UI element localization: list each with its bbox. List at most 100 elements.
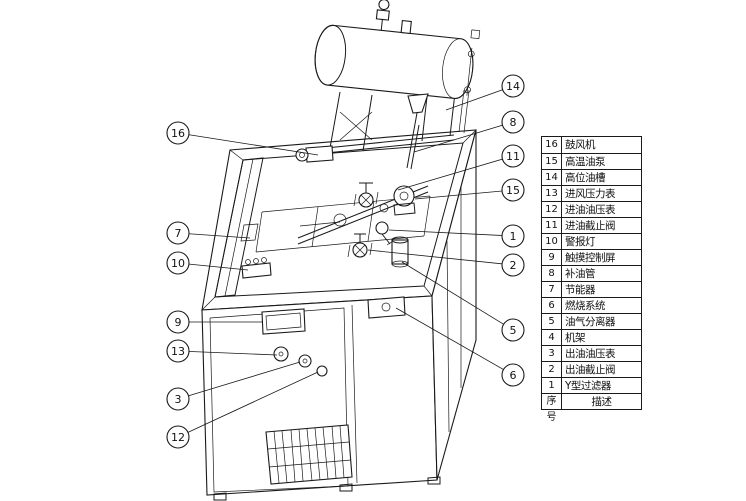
- part-description: 触摸控制屏: [565, 252, 616, 264]
- floor-grate: [265, 424, 353, 485]
- part-number: 4: [542, 330, 562, 345]
- callout-balloon-2: [501, 253, 525, 277]
- callout-balloon-10: [166, 251, 190, 275]
- leader-line-1: [388, 229, 514, 237]
- leader-line-2: [367, 249, 514, 266]
- callout-label-10: 10: [171, 257, 185, 270]
- outlet-stop-valve: [347, 233, 373, 258]
- callout-label-3: 3: [175, 393, 182, 406]
- combustion-system: [367, 296, 406, 319]
- callout-label-1: 1: [510, 230, 517, 243]
- callout-label-7: 7: [175, 227, 182, 240]
- part-number: 3: [542, 346, 562, 361]
- part-number: 9: [542, 250, 562, 265]
- high-temp-oil-pump: [393, 185, 416, 216]
- part-description: 高位油槽: [565, 172, 606, 184]
- callout-label-14: 14: [506, 80, 520, 93]
- leader-line-5: [401, 261, 514, 331]
- callout-label-5: 5: [510, 324, 517, 337]
- callout-balloon-5: [501, 318, 525, 342]
- leader-line-11: [397, 155, 514, 191]
- leader-line-3: [177, 361, 301, 400]
- callout-balloon-3: [166, 387, 190, 411]
- part-description: 鼓风机: [565, 139, 596, 151]
- callout-balloon-14: [501, 74, 525, 98]
- part-description: 进风压力表: [565, 188, 616, 200]
- touch-control-screen: [261, 308, 306, 335]
- callout-label-9: 9: [175, 316, 182, 329]
- callout-label-8: 8: [510, 116, 517, 129]
- panel-gauges: [273, 346, 328, 377]
- callout-balloon-12: [166, 425, 190, 449]
- tank-level-gauge: [464, 29, 481, 96]
- leader-line-7: [177, 232, 251, 239]
- parts-table-header-no: 序号: [542, 394, 562, 423]
- part-number: 6: [542, 298, 562, 313]
- leader-line-16: [177, 132, 319, 156]
- part-description: 出油截止阀: [565, 364, 616, 376]
- part-description: 警报灯: [565, 236, 596, 248]
- part-description: 节能器: [565, 284, 596, 296]
- part-number: 5: [542, 314, 562, 329]
- callout-label-2: 2: [510, 259, 517, 272]
- oil-gas-separator: [391, 236, 409, 268]
- parts-table-header-row: 序号描述: [542, 393, 641, 423]
- leader-line-8: [413, 121, 514, 153]
- leader-line-13: [177, 350, 278, 356]
- part-description: 高温油泵: [565, 156, 606, 168]
- callout-label-6: 6: [510, 369, 517, 382]
- callout-balloon-1: [501, 224, 525, 248]
- tank-nozzle: [400, 19, 412, 35]
- aux-valve-icon: [333, 213, 347, 227]
- part-description: 油气分离器: [565, 316, 616, 328]
- part-description: 进油截止阀: [565, 220, 616, 232]
- oil-supply-pipe: [406, 89, 470, 170]
- tank-safety-valve-icon: [375, 0, 390, 31]
- part-number: 11: [542, 218, 562, 233]
- leader-line-10: [177, 262, 249, 271]
- y-type-filter: [375, 221, 394, 246]
- part-number: 12: [542, 202, 562, 217]
- callout-balloon-15: [501, 178, 525, 202]
- leader-line-6: [395, 307, 514, 376]
- part-description: 补油管: [565, 268, 596, 280]
- part-description: 燃烧系统: [565, 300, 606, 312]
- part-number: 1: [542, 378, 562, 393]
- high-level-oil-tank: [314, 0, 481, 99]
- part-description: 机架: [565, 332, 586, 344]
- inlet-stop-valve: [353, 182, 379, 208]
- machine-feet: [213, 476, 441, 501]
- callout-label-16: 16: [171, 127, 185, 140]
- callout-balloon-16: [166, 121, 190, 145]
- callout-balloon-11: [501, 144, 525, 168]
- part-number: 8: [542, 266, 562, 281]
- leader-line-15: [414, 189, 514, 200]
- part-description: 进油油压表: [565, 204, 616, 216]
- callout-label-15: 15: [506, 184, 520, 197]
- part-number: 13: [542, 186, 562, 201]
- part-description: 出油油压表: [565, 348, 616, 360]
- callout-label-11: 11: [506, 150, 520, 163]
- part-number: 16: [542, 137, 562, 153]
- part-description: Y型过滤器: [565, 380, 611, 392]
- part-number: 15: [542, 154, 562, 169]
- callout-balloon-9: [166, 310, 190, 334]
- callout-balloon-8: [501, 110, 525, 134]
